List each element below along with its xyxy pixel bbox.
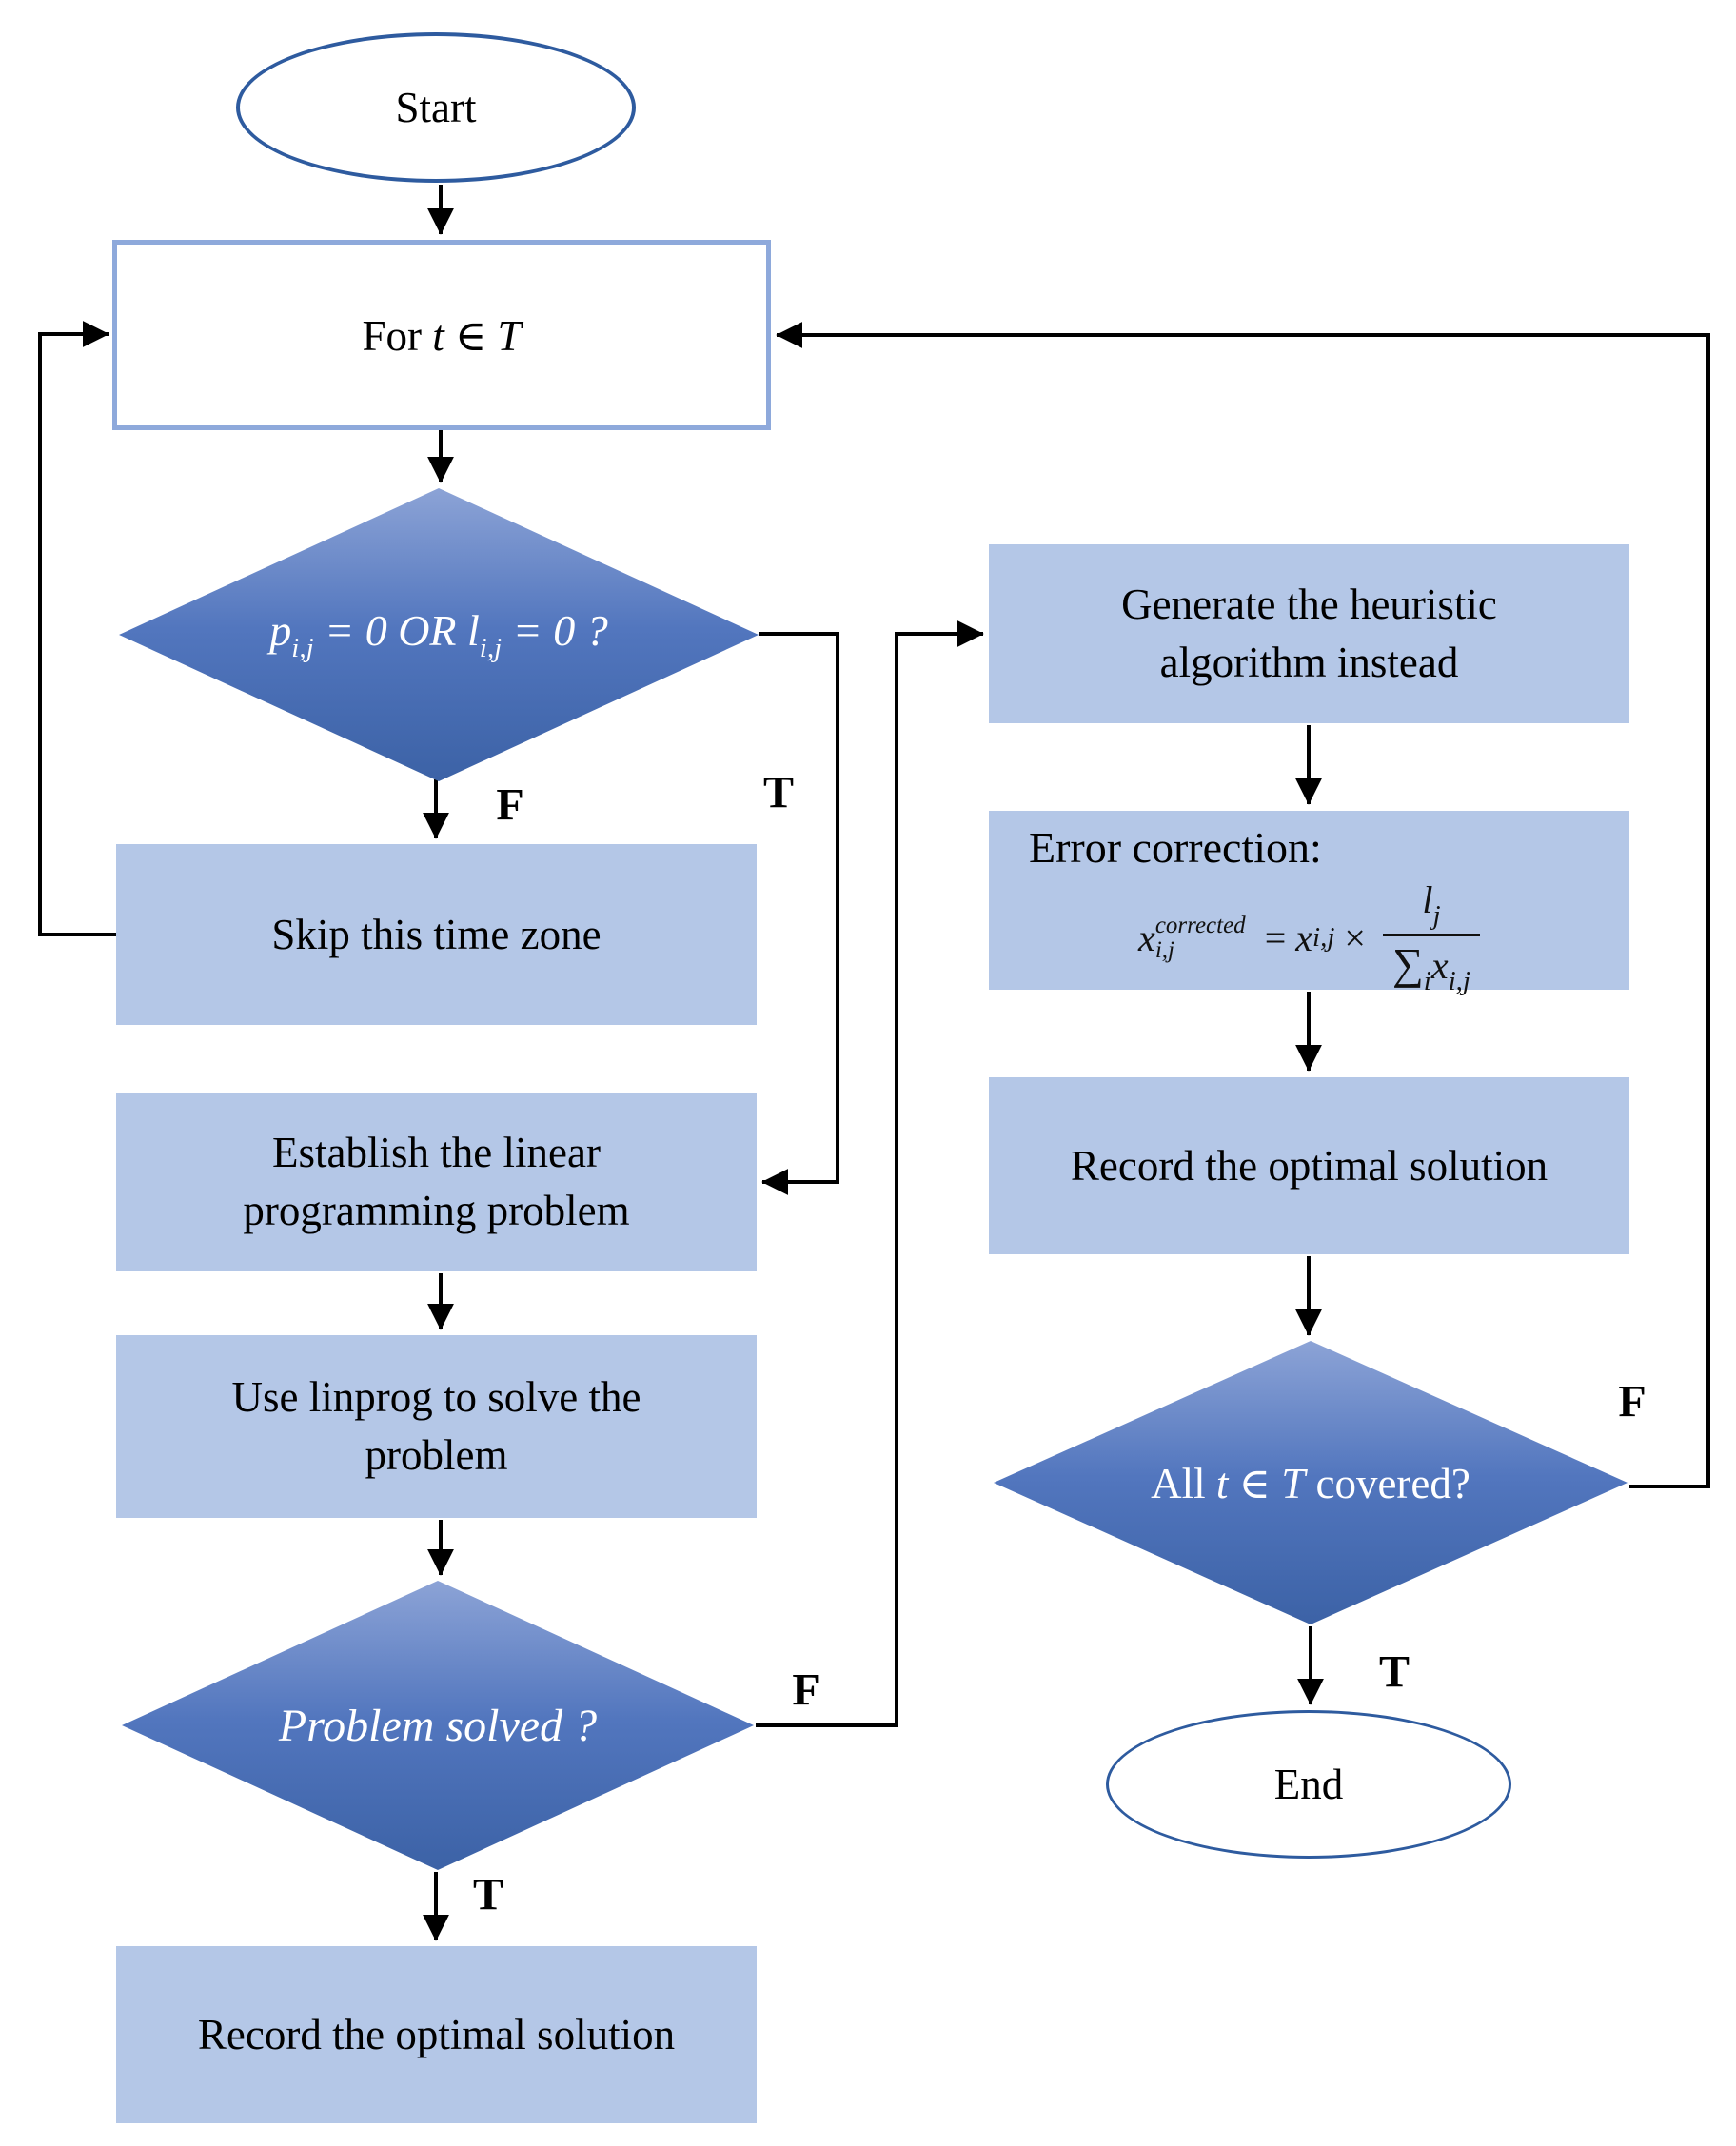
edge-label-covered-true: T [1378,1646,1410,1698]
edge-label-zero-true: T [762,767,795,818]
decision-zero-label: pi,j = 0 OR li,j = 0 ? [269,606,608,663]
generate-heuristic-label: Generate the heuristic algorithm instead [1121,581,1497,686]
decision-solved-label: Problem solved ? [278,1700,598,1751]
record-solution-left-box: Record the optimal solution [116,1946,757,2123]
record-solution-right-box: Record the optimal solution [989,1077,1629,1254]
establish-lp-box: Establish the linear programming problem [116,1093,757,1271]
skip-timezone-box: Skip this time zone [116,844,757,1025]
for-loop-label: For t ∈ T [362,311,522,360]
linprog-label: Use linprog to solve the problem [231,1373,641,1479]
decision-covered-label: All t ∈ T covered? [1151,1459,1470,1507]
end-label: End [1273,1761,1344,1808]
edge-label-solved-true: T [472,1869,504,1920]
record-solution-right-label: Record the optimal solution [1070,1141,1549,1190]
decision-covered-diamond: All t ∈ T covered? [994,1341,1628,1624]
linprog-box: Use linprog to solve the problem [116,1335,757,1518]
start-terminator: Start [236,32,636,183]
edge-label-covered-false: F [1618,1376,1647,1427]
establish-lp-label: Establish the linear programming problem [243,1129,630,1234]
edge-label-zero-false: F [496,779,524,831]
decision-solved-diamond: Problem solved ? [122,1581,754,1870]
start-label: Start [395,84,477,131]
generate-heuristic-box: Generate the heuristic algorithm instead [989,544,1629,723]
end-terminator: End [1106,1710,1511,1859]
skip-timezone-label: Skip this time zone [271,910,602,958]
edge-label-solved-false: F [792,1664,820,1716]
error-correction-title: Error correction: [1029,823,1322,872]
record-solution-left-label: Record the optimal solution [197,2010,676,2058]
decision-zero-diamond: pi,j = 0 OR li,j = 0 ? [119,488,759,781]
for-loop-box: For t ∈ T [112,240,771,430]
